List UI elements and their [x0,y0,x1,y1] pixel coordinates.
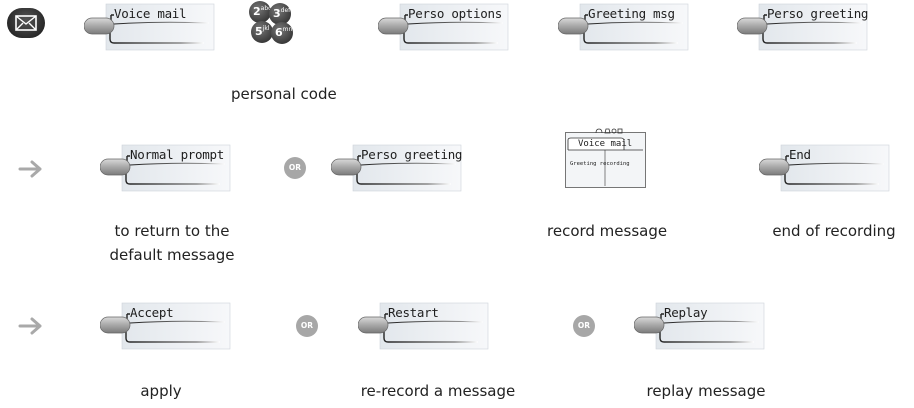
softkey-perso-options[interactable]: Perso options [378,3,510,53]
softkey-end[interactable]: End [759,144,891,194]
message-key[interactable] [7,8,45,38]
caption-line: default message [109,246,235,264]
softkey-label: End [789,147,811,162]
phone-screen: Voice mail Greeting recording [565,128,646,188]
or-badge: OR [573,315,595,337]
softkey-voice-mail[interactable]: Voice mail [84,3,216,53]
caption-line: to return to the [114,222,230,240]
end-recording-caption: end of recording [772,222,896,240]
personal-code-caption: personal code [231,85,337,103]
softkey-label: Greeting msg [588,6,675,21]
softkey-label: Perso options [408,6,502,21]
status-icons [595,128,623,134]
softkey-label: Voice mail [114,6,187,21]
screen-text: Greeting recording [570,161,630,167]
key-6[interactable]: 6mno [271,22,296,44]
key-2[interactable]: 2abc [249,1,271,23]
replay-caption: replay message [646,382,766,400]
softkey-normal-prompt[interactable]: Normal prompt [100,144,232,194]
softkey-label: Perso greeting [361,147,463,162]
keypad-keys[interactable]: 2abc 3def 5jkl 6mno [249,1,296,45]
apply-caption: apply [140,382,182,400]
softkey-label: Perso greeting [767,6,869,21]
softkey-restart[interactable]: Restart [358,302,490,352]
default-message-caption: to return to the default message [88,219,256,267]
softkey-greeting-msg[interactable]: Greeting msg [558,3,690,53]
or-badge: OR [284,157,306,179]
softkey-label: Restart [388,305,439,320]
softkey-perso-greeting-2[interactable]: Perso greeting [331,144,463,194]
softkey-label: Replay [664,305,708,320]
softkey-label: Accept [130,305,174,320]
re-record-caption: re-record a message [360,382,516,400]
key-3[interactable]: 3def [269,3,291,25]
arrow-right-icon [18,160,42,178]
softkey-accept[interactable]: Accept [100,302,232,352]
softkey-replay[interactable]: Replay [634,302,766,352]
envelope-icon [15,15,37,31]
screen-title: Voice mail [578,139,633,149]
or-badge: OR [296,315,318,337]
screen-frame [565,128,646,188]
key-5[interactable]: 5jkl [251,21,273,43]
softkey-label: Normal prompt [130,147,224,162]
softkey-perso-greeting[interactable]: Perso greeting [737,3,869,53]
arrow-right-icon [18,317,42,335]
record-message-caption: record message [547,222,668,240]
